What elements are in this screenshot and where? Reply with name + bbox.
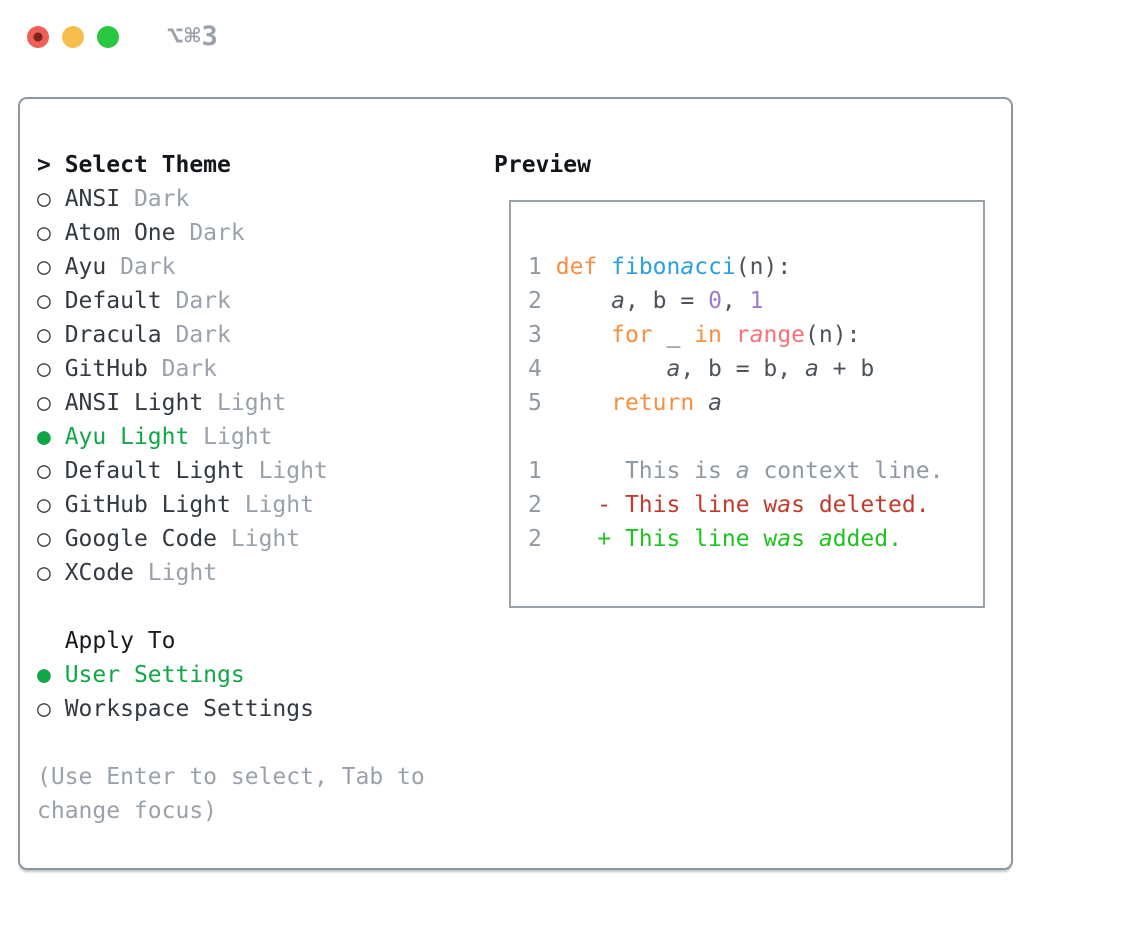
apply-to-header: Apply To <box>37 624 425 658</box>
theme-variant-label: Light <box>133 560 218 586</box>
line-number: 2 <box>528 526 542 552</box>
radio-unselected-icon: ○ <box>37 356 65 382</box>
theme-option-default-light[interactable]: ○ Default Light Light <box>37 454 425 488</box>
theme-variant-label: Dark <box>106 254 176 280</box>
apply-to-title: Apply To <box>64 628 176 654</box>
spacer <box>37 590 425 624</box>
minimize-button[interactable] <box>62 26 84 48</box>
spacer <box>37 726 425 760</box>
line-number: 2 <box>528 492 542 518</box>
apply-option-label: User Settings <box>64 662 245 688</box>
theme-name: XCode <box>64 560 134 586</box>
radio-unselected-icon: ○ <box>37 560 65 586</box>
zoom-button[interactable] <box>97 26 119 48</box>
theme-name: Atom One <box>64 220 176 246</box>
radio-unselected-icon: ○ <box>37 696 65 722</box>
theme-variant-label: Dark <box>120 186 190 212</box>
radio-unselected-icon: ○ <box>37 390 65 416</box>
line-number: 3 <box>528 322 542 348</box>
apply-to-options-list: ● User Settings○ Workspace Settings <box>37 658 425 726</box>
close-button[interactable] <box>27 26 49 48</box>
select-theme-header: > Select Theme <box>37 148 425 182</box>
select-theme-title: Select Theme <box>64 152 231 178</box>
theme-variant-label: Light <box>203 390 287 416</box>
theme-option-atom-one[interactable]: ○ Atom One Dark <box>37 216 425 250</box>
theme-variant-label: Dark <box>161 322 231 348</box>
radio-selected-icon: ● <box>37 424 65 450</box>
line-number: 5 <box>528 390 542 416</box>
theme-picker: > Select Theme ○ ANSI Dark○ Atom One Dar… <box>37 148 425 828</box>
theme-name: Default <box>64 288 162 314</box>
theme-option-default[interactable]: ○ Default Dark <box>37 284 425 318</box>
theme-option-ansi-light[interactable]: ○ ANSI Light Light <box>37 386 425 420</box>
apply-option-label: Workspace Settings <box>64 696 314 722</box>
apply-option-workspace-settings[interactable]: ○ Workspace Settings <box>37 692 425 726</box>
main-panel: > Select Theme ○ ANSI Dark○ Atom One Dar… <box>18 97 1013 870</box>
theme-variant-label: Dark <box>175 220 245 246</box>
theme-option-ayu-light[interactable]: ● Ayu Light Light <box>37 420 425 454</box>
blank-line <box>528 420 943 454</box>
theme-options-list: ○ ANSI Dark○ Atom One Dark○ Ayu Dark○ De… <box>37 182 425 590</box>
radio-unselected-icon: ○ <box>37 492 65 518</box>
theme-variant-label: Light <box>189 424 273 450</box>
line-number: 1 <box>528 458 542 484</box>
code-line: 4 a, b = b, a + b <box>528 352 943 386</box>
theme-option-ayu[interactable]: ○ Ayu Dark <box>37 250 425 284</box>
radio-unselected-icon: ○ <box>37 322 65 348</box>
theme-name: Default Light <box>64 458 245 484</box>
theme-variant-label: Light <box>244 458 328 484</box>
theme-name: Dracula <box>64 322 162 348</box>
radio-unselected-icon: ○ <box>37 254 65 280</box>
prompt-caret-icon: > <box>37 152 65 178</box>
radio-unselected-icon: ○ <box>37 220 65 246</box>
window-title: ⌥⌘3 <box>167 21 219 52</box>
theme-option-xcode[interactable]: ○ XCode Light <box>37 556 425 590</box>
theme-name: Ayu <box>64 254 107 280</box>
theme-name: Ayu Light <box>64 424 190 450</box>
theme-variant-label: Dark <box>161 288 231 314</box>
help-text-line-2: change focus) <box>37 798 218 824</box>
code-line: 2 a, b = 0, 1 <box>528 284 943 318</box>
radio-unselected-icon: ○ <box>37 186 65 212</box>
radio-selected-icon: ● <box>37 662 65 688</box>
theme-option-dracula[interactable]: ○ Dracula Dark <box>37 318 425 352</box>
code-line: 5 return a <box>528 386 943 420</box>
radio-unselected-icon: ○ <box>37 526 65 552</box>
theme-option-google-code[interactable]: ○ Google Code Light <box>37 522 425 556</box>
code-line: 3 for _ in range(n): <box>528 318 943 352</box>
line-number: 1 <box>528 254 542 280</box>
diff-added-line: 2 + This line was added. <box>528 522 943 556</box>
theme-option-github[interactable]: ○ GitHub Dark <box>37 352 425 386</box>
theme-name: ANSI Light <box>64 390 204 416</box>
theme-name: ANSI <box>64 186 121 212</box>
preview-title: Preview <box>494 152 591 178</box>
theme-variant-label: Light <box>217 526 301 552</box>
radio-unselected-icon: ○ <box>37 288 65 314</box>
apply-option-user-settings[interactable]: ● User Settings <box>37 658 425 692</box>
theme-option-ansi[interactable]: ○ ANSI Dark <box>37 182 425 216</box>
code-line: 1 def fibonacci(n): <box>528 250 943 284</box>
diff-deleted-line: 2 - This line was deleted. <box>528 488 943 522</box>
theme-name: GitHub Light <box>64 492 231 518</box>
theme-name: Google Code <box>64 526 218 552</box>
line-number: 4 <box>528 356 542 382</box>
diff-context-line: 1 This is a context line. <box>528 454 943 488</box>
radio-unselected-icon: ○ <box>37 458 65 484</box>
line-number: 2 <box>528 288 542 314</box>
theme-variant-label: Light <box>230 492 314 518</box>
theme-name: GitHub <box>64 356 148 382</box>
theme-variant-label: Dark <box>147 356 218 382</box>
theme-option-github-light[interactable]: ○ GitHub Light Light <box>37 488 425 522</box>
help-text-line-1: (Use Enter to select, Tab to <box>37 764 425 790</box>
titlebar: ⌥⌘3 <box>0 0 1140 72</box>
